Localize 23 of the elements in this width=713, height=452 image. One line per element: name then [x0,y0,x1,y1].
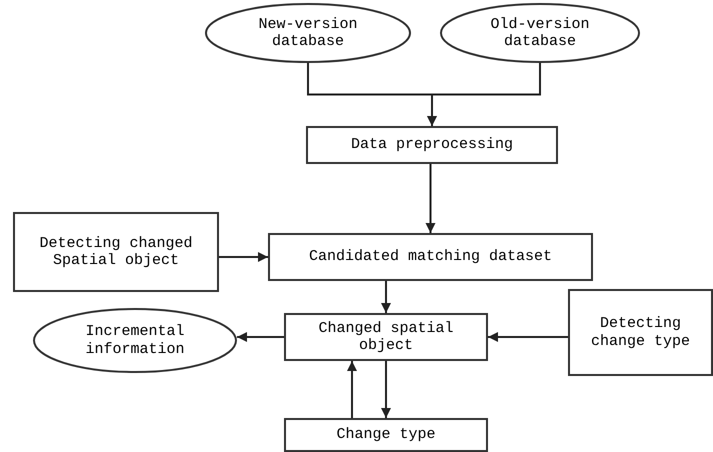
process-box [568,289,713,376]
node-label: Candidated matching dataset [308,248,552,266]
node-label: Changed spatial object [317,320,455,354]
process-box [13,212,219,292]
arrow [219,252,268,262]
node-label: Detecting changed Spatial object [38,234,194,270]
process-box [284,418,488,452]
node-label: Data preprocessing [350,136,514,154]
arrow [427,63,541,126]
node-label: Change type [336,426,436,444]
node-label: Detecting change type [590,315,692,350]
node-label: Incremental information [84,323,186,358]
arrow [426,164,436,233]
node-label: Old-version database [489,16,591,50]
arrow [381,361,391,418]
arrow [347,361,357,418]
arrow [381,281,391,313]
arrow [237,332,284,342]
arrow [488,332,568,342]
process-box [284,313,488,361]
process-box [268,233,593,281]
process-box [306,126,558,164]
node-label: New-version database [257,16,359,50]
